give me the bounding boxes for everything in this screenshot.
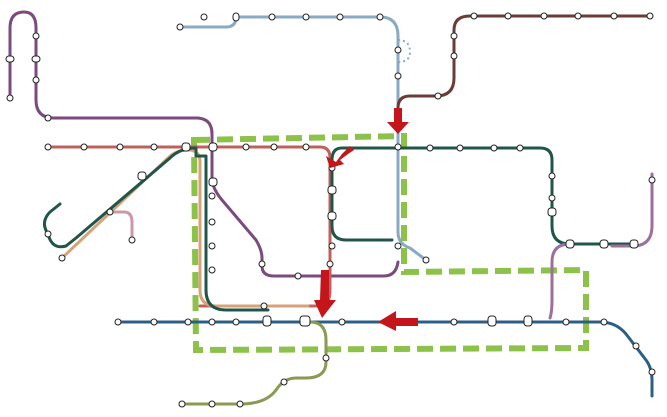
line-tan: [60, 148, 310, 308]
line-olive: [178, 320, 328, 406]
line-brown: [396, 14, 652, 110]
stations: [5, 12, 656, 408]
highlight-zone: [190, 132, 589, 354]
direction-arrows: [314, 108, 418, 331]
line-purple: [8, 10, 400, 278]
line-blue-grey-dotted: [397, 39, 412, 63]
arrow-left-icon: [326, 146, 354, 168]
arrow-left-icon: [378, 311, 418, 331]
arrow-down-icon: [387, 108, 409, 134]
arrow-down-icon: [314, 270, 336, 318]
line-blue-grey: [178, 15, 428, 262]
line-pink: [108, 210, 134, 242]
